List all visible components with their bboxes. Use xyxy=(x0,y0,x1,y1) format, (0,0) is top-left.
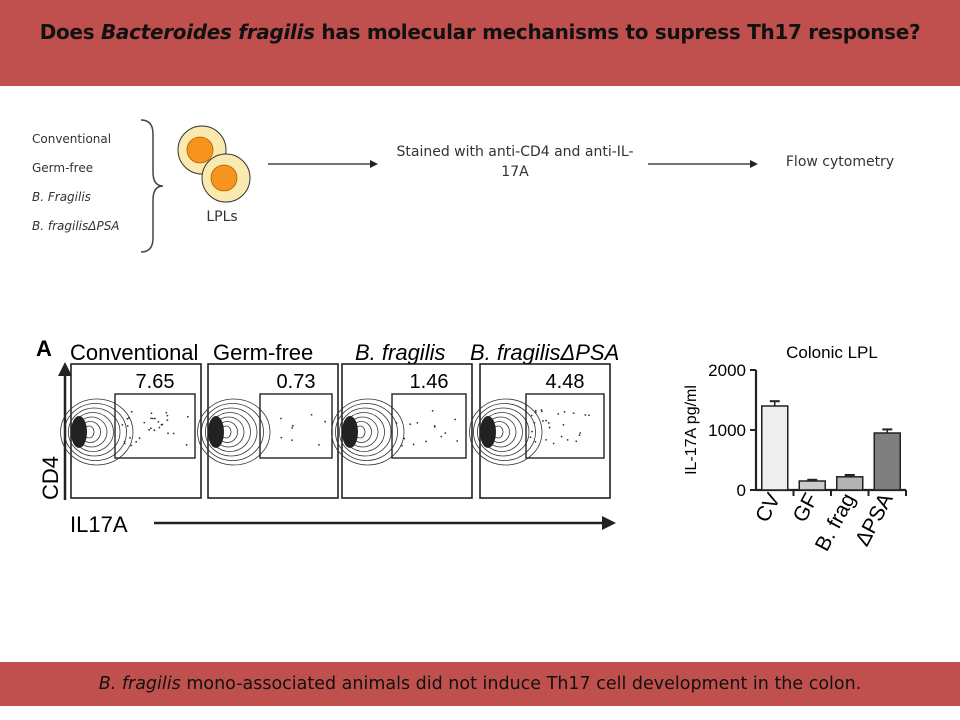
flow-plot-2: 0.73 xyxy=(197,363,339,499)
bar-3 xyxy=(836,476,864,491)
contour-cluster xyxy=(469,398,543,466)
gate-rectangle xyxy=(114,393,196,459)
x-axis-arrowhead xyxy=(602,516,616,530)
y-tick-label: 0 xyxy=(737,481,746,500)
plot-frame xyxy=(207,363,339,499)
contour-cluster xyxy=(197,398,271,466)
x-tick-label: CV xyxy=(751,490,785,527)
workflow-diagram xyxy=(140,119,758,253)
arrow-to-staining xyxy=(268,160,378,168)
staining-step: Stained with anti-CD4 and anti-IL-17A xyxy=(396,144,634,180)
panel-letter: A xyxy=(36,336,52,361)
group-germ-free: Germ-free xyxy=(32,161,94,175)
x-tick-label: ΔPSA xyxy=(851,490,898,550)
flow-plot-3: 1.46 xyxy=(331,363,473,499)
plot-frame xyxy=(70,363,202,499)
gate-percentage: 4.48 xyxy=(546,371,585,393)
chart-title: Colonic LPL xyxy=(786,343,878,362)
title-text-start: Does xyxy=(39,20,101,44)
flow-cytometry-figure: A Conventional Germ-free B. fragilis B. … xyxy=(36,336,619,537)
y-axis-arrowhead xyxy=(58,362,72,376)
gated-events xyxy=(121,410,189,447)
conclusion-rest: mono-associated animals did not induce T… xyxy=(180,674,862,694)
bar-4 xyxy=(873,432,901,491)
y-tick-label: 2000 xyxy=(708,361,746,380)
group-b-fragilis-dpsa: B. fragilisΔPSA xyxy=(32,219,120,233)
bar-1 xyxy=(761,405,789,491)
plot-frame xyxy=(479,363,611,499)
slide-title: Does Bacteroides fragilis has molecular … xyxy=(0,20,960,44)
arrow-to-flow xyxy=(648,160,758,168)
gate-rectangle xyxy=(391,393,467,459)
conclusion-species: B. fragilis xyxy=(98,674,181,694)
gated-events xyxy=(395,409,459,447)
title-species: Bacteroides fragilis xyxy=(100,20,315,44)
dense-core xyxy=(480,416,496,448)
gated-events xyxy=(529,409,590,445)
y-axis-title: IL-17A pg/ml xyxy=(683,385,700,475)
flow-plot-4: 4.48 xyxy=(469,363,611,499)
plot-label-b-fragilis: B. fragilis xyxy=(355,340,445,365)
plot-label-b-fragilis-dpsa: B. fragilisΔPSA xyxy=(470,340,619,365)
conclusion-text: B. fragilis mono-associated animals did … xyxy=(0,674,960,694)
x-axis-label: IL17A xyxy=(70,512,128,537)
group-b-fragilis: B. Fragilis xyxy=(32,190,91,204)
dense-core xyxy=(71,416,87,448)
plot-label-germ-free: Germ-free xyxy=(213,340,313,365)
flow-cytometry-step: Flow cytometry xyxy=(785,154,895,170)
title-text-end: has molecular mechanisms to supress Th17… xyxy=(314,20,921,44)
gate-percentage: 7.65 xyxy=(136,371,175,393)
dense-core xyxy=(208,416,224,448)
lpl-cells-icon xyxy=(177,125,251,203)
gate-percentage: 1.46 xyxy=(410,371,449,393)
plot-label-conventional: Conventional xyxy=(70,340,198,365)
gate-percentage: 0.73 xyxy=(277,371,316,393)
y-tick-label: 1000 xyxy=(708,421,746,440)
group-conventional: Conventional xyxy=(32,132,112,146)
dense-core xyxy=(342,416,358,448)
gated-events xyxy=(279,413,327,446)
gate-rectangle xyxy=(525,393,605,459)
lpls-label: LPLs xyxy=(206,209,238,225)
conclusion-banner xyxy=(0,662,960,706)
y-axis-label: CD4 xyxy=(38,456,63,500)
plot-frame xyxy=(341,363,473,499)
bar-2 xyxy=(798,480,826,491)
group-brace xyxy=(140,119,164,253)
title-banner xyxy=(0,0,960,86)
flow-plot-1: 7.65 xyxy=(60,363,202,499)
